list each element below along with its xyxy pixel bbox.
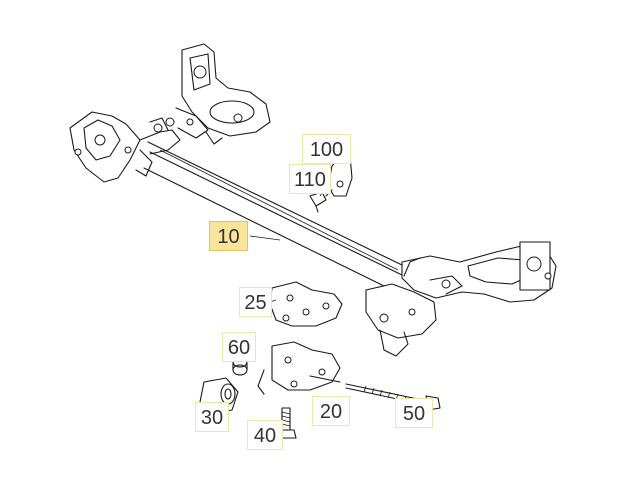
left-spring-seat	[175, 43, 271, 145]
callout-10[interactable]: 10	[209, 221, 248, 251]
left-trailing-arm	[69, 111, 181, 183]
axle-beam-tube	[143, 141, 405, 289]
callout-40[interactable]: 40	[247, 420, 283, 450]
right-trailing-arm	[365, 241, 557, 357]
callout-60[interactable]: 60	[222, 332, 256, 362]
plate-25	[269, 281, 343, 327]
callout-100[interactable]: 100	[302, 134, 351, 164]
callout-110[interactable]: 110	[289, 164, 331, 194]
bracket-20	[257, 341, 341, 395]
callout-20[interactable]: 20	[312, 396, 350, 426]
callout-50[interactable]: 50	[395, 398, 433, 428]
callout-30[interactable]: 30	[195, 402, 229, 432]
callout-25[interactable]: 25	[239, 287, 272, 317]
